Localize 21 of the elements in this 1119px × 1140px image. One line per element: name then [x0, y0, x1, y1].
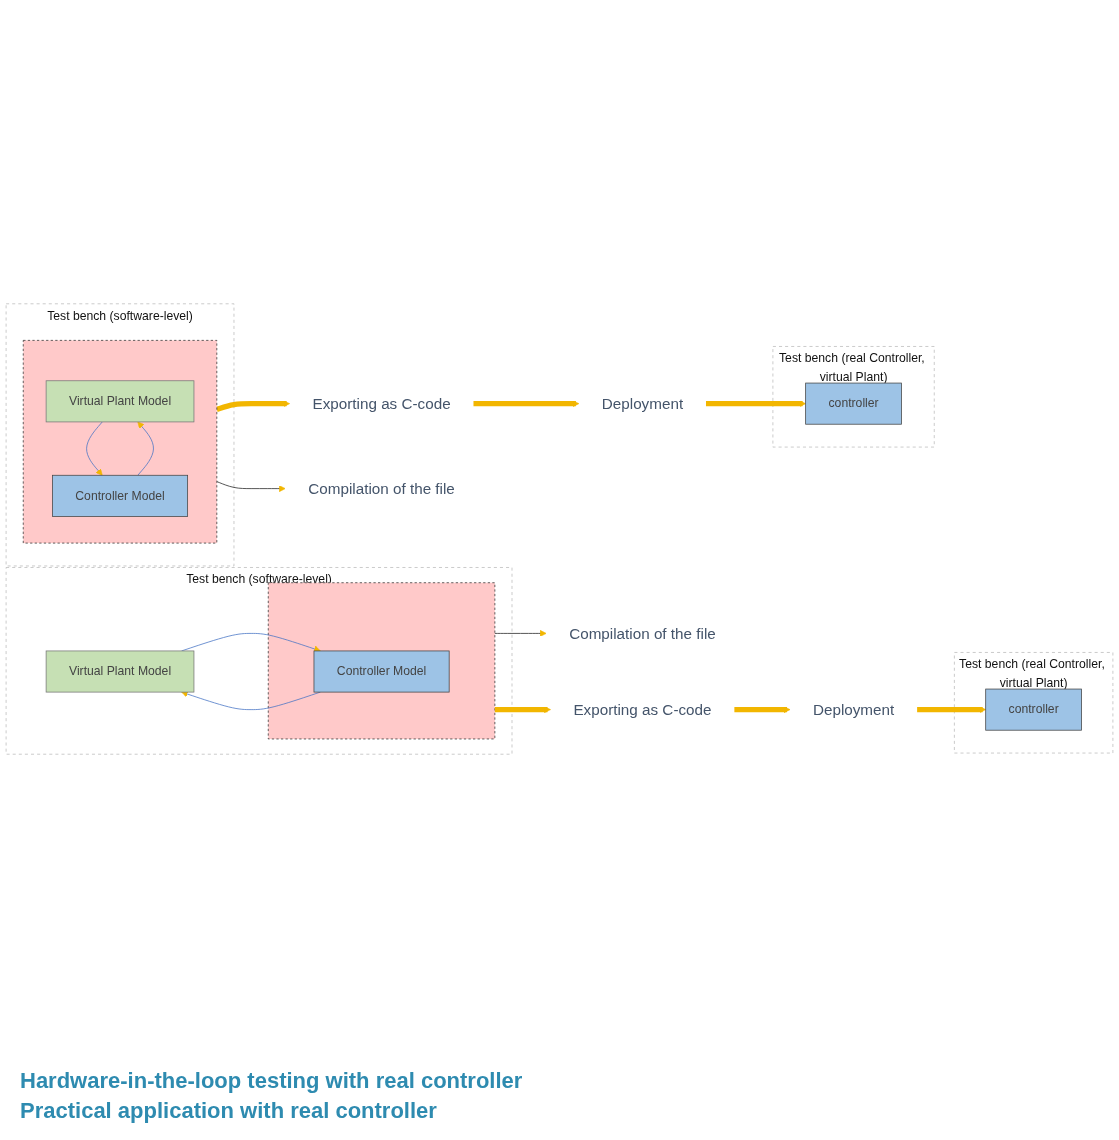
node-box: Controller Model [313, 650, 450, 693]
node-text: Exporting as C-code [312, 395, 451, 413]
arrow [706, 400, 806, 407]
node-box: Controller Model [52, 474, 188, 517]
arrow [917, 706, 986, 713]
node-box: Virtual Plant Model [45, 380, 195, 423]
node-box: Virtual Plant Model [45, 650, 195, 693]
cluster [22, 340, 218, 544]
arrow [215, 400, 290, 412]
arrow [473, 400, 580, 407]
node-box: controller [985, 688, 1082, 731]
arrow [494, 706, 551, 713]
node-text: Deployment [812, 701, 895, 718]
node-text: Deployment [601, 395, 684, 413]
node-text: Compilation of the file [308, 480, 455, 497]
node-text: Compilation of the file [569, 625, 716, 642]
node-box: controller [805, 382, 902, 425]
section-heading: Practical application with real controller [20, 1098, 438, 1124]
section-heading: Hardware-in-the-loop testing with real controller [20, 1068, 524, 1094]
node-text: Exporting as C-code [573, 701, 712, 718]
arrow [734, 706, 791, 713]
